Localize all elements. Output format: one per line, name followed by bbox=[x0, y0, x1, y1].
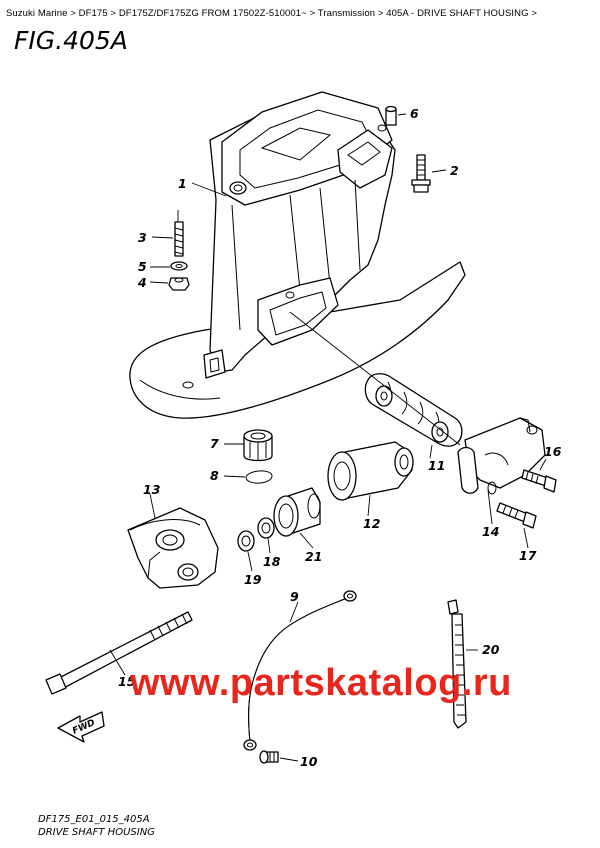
callout-15: 15 bbox=[118, 674, 136, 689]
callout-6: 6 bbox=[410, 106, 419, 121]
callout-18: 18 bbox=[263, 554, 281, 569]
drive-shaft-housing[interactable] bbox=[129, 91, 466, 419]
ground-wire[interactable] bbox=[243, 590, 357, 751]
breadcrumb-item-brand[interactable]: Suzuki Marine bbox=[6, 8, 68, 19]
callout-11: 11 bbox=[428, 458, 445, 473]
callout-13: 13 bbox=[143, 482, 160, 497]
breadcrumb-separator: > bbox=[110, 8, 117, 19]
cable-tie[interactable] bbox=[447, 599, 467, 729]
lower-mount-housing[interactable] bbox=[127, 507, 219, 589]
callout-16: 16 bbox=[544, 444, 562, 459]
callout-12: 12 bbox=[363, 516, 380, 531]
washer[interactable] bbox=[170, 261, 188, 271]
callout-5: 5 bbox=[138, 259, 147, 274]
callout-17: 17 bbox=[519, 548, 537, 563]
figure-name: DRIVE SHAFT HOUSING bbox=[38, 827, 155, 838]
mount-cylinder[interactable] bbox=[327, 441, 414, 501]
breadcrumb-separator: > bbox=[377, 8, 384, 19]
callout-21: 21 bbox=[305, 549, 322, 564]
bushing[interactable] bbox=[273, 487, 321, 537]
callout-4: 4 bbox=[137, 275, 147, 290]
breadcrumb-separator: > bbox=[531, 8, 537, 19]
figure-code: DF175_E01_015_405A bbox=[38, 814, 150, 825]
bracket-bolt-17[interactable] bbox=[496, 502, 537, 529]
callout-19: 19 bbox=[244, 572, 262, 587]
callout-14: 14 bbox=[482, 524, 499, 539]
callout-3: 3 bbox=[138, 230, 147, 245]
breadcrumb: Suzuki Marine > DF175 > DF175Z/DF175ZG F… bbox=[6, 8, 537, 19]
figure-title: FIG.405A bbox=[14, 26, 128, 55]
bracket-bolt-16[interactable] bbox=[521, 469, 557, 493]
forward-direction-arrow: FWD bbox=[57, 711, 105, 743]
stud-bolt[interactable] bbox=[174, 221, 184, 257]
leader-lines bbox=[109, 113, 547, 762]
watermark-url: www.partskatalog.ru bbox=[130, 662, 512, 704]
grommet[interactable] bbox=[243, 429, 273, 462]
breadcrumb-separator: > bbox=[70, 8, 76, 19]
breadcrumb-item-figure[interactable]: 405A - DRIVE SHAFT HOUSING bbox=[386, 8, 529, 19]
callout-9: 9 bbox=[290, 589, 299, 604]
callout-2: 2 bbox=[450, 163, 459, 178]
snap-ring[interactable] bbox=[245, 470, 273, 484]
dowel-pin[interactable] bbox=[385, 105, 397, 126]
callout-7: 7 bbox=[210, 436, 219, 451]
breadcrumb-item-model[interactable]: DF175 bbox=[78, 8, 108, 19]
long-bolt[interactable] bbox=[45, 611, 193, 695]
callout-labels: 1 6 2 3 5 4 7 8 11 13 16 12 14 21 18 19 … bbox=[118, 106, 562, 769]
callout-10: 10 bbox=[300, 754, 318, 769]
breadcrumb-item-variant[interactable]: DF175Z/DF175ZG FROM 17502Z-510001~ bbox=[118, 8, 307, 19]
washer-18[interactable] bbox=[257, 517, 275, 539]
washer-19[interactable] bbox=[237, 530, 255, 552]
callout-1: 1 bbox=[178, 176, 187, 191]
nut[interactable] bbox=[168, 277, 190, 291]
breadcrumb-item-group[interactable]: Transmission bbox=[317, 8, 376, 19]
housing-bolt[interactable] bbox=[411, 154, 431, 193]
mount-bracket[interactable] bbox=[457, 417, 546, 495]
callout-20: 20 bbox=[482, 642, 500, 657]
callout-8: 8 bbox=[210, 468, 219, 483]
ground-screw[interactable] bbox=[259, 750, 279, 764]
breadcrumb-separator: > bbox=[309, 8, 316, 19]
